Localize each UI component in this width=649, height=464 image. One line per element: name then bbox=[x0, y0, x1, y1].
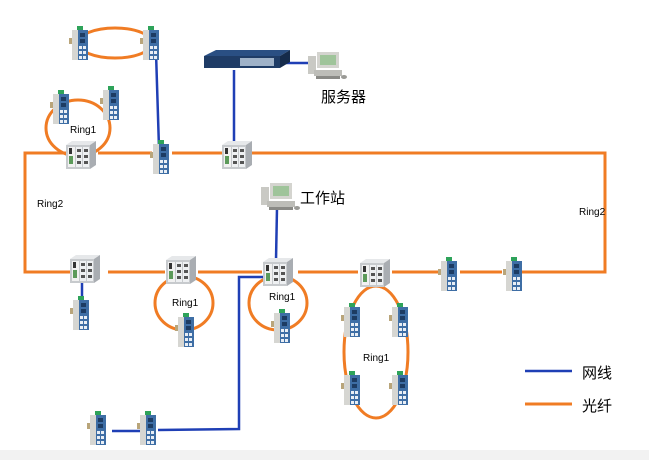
ring1-label-bottom-right: Ring1 bbox=[363, 353, 390, 364]
switch-top-pair-b-icon bbox=[140, 26, 159, 60]
switch-ring2-node2-icon bbox=[166, 256, 196, 284]
bottom-strip bbox=[0, 450, 649, 460]
server-computer-icon bbox=[308, 52, 347, 79]
workstation-computer-icon bbox=[261, 183, 300, 210]
switch-below-node1-icon bbox=[70, 296, 89, 330]
ethernet-bottom-trunk bbox=[157, 275, 265, 432]
ring1-label-top-left: Ring1 bbox=[70, 125, 97, 136]
switch-ring1-right-c-icon bbox=[341, 371, 360, 405]
switch-ring1-right-b-icon bbox=[389, 303, 408, 337]
switch-core-ring-icon bbox=[222, 141, 252, 169]
switch-ring2-din-icon bbox=[150, 140, 169, 174]
fiber-ring2-loop bbox=[23, 151, 607, 274]
ring1-label-bottom-b: Ring1 bbox=[269, 292, 296, 303]
switch-top-pair-a-icon bbox=[69, 26, 88, 60]
ring2-label-left: Ring2 bbox=[37, 199, 64, 210]
switch-ring2-din-b-icon bbox=[503, 257, 522, 291]
ring1-label-bottom-a: Ring1 bbox=[172, 298, 199, 309]
switch-bottom-b-icon bbox=[137, 411, 156, 445]
legend-fiber-label: 光纤 bbox=[582, 398, 613, 415]
switch-r1-left-main-icon bbox=[66, 141, 96, 169]
switch-ring1-right-a-icon bbox=[341, 303, 360, 337]
ring2-label-right: Ring2 bbox=[579, 207, 606, 218]
switch-r1-left-b-icon bbox=[100, 86, 119, 120]
switch-ring2-node3-icon bbox=[263, 258, 293, 286]
ethernet-top-to-switch bbox=[154, 51, 161, 149]
switch-r1-left-a-icon bbox=[50, 90, 69, 124]
server-label: 服务器 bbox=[321, 89, 367, 106]
core-switch bbox=[204, 50, 290, 68]
switch-ring2-node4-icon bbox=[360, 259, 390, 287]
switch-ring1-a-icon bbox=[175, 313, 194, 347]
workstation-label: 工作站 bbox=[300, 190, 346, 207]
switch-ring1-right-d-icon bbox=[389, 371, 408, 405]
switch-ring2-node1-icon bbox=[70, 255, 100, 283]
switch-ring2-din-a-icon bbox=[438, 257, 457, 291]
ethernet-workstation-to-ring bbox=[274, 207, 279, 261]
switch-bottom-a-icon bbox=[87, 411, 106, 445]
switch-ring1-b-icon bbox=[271, 309, 290, 343]
legend-ethernet-label: 网线 bbox=[582, 365, 613, 382]
